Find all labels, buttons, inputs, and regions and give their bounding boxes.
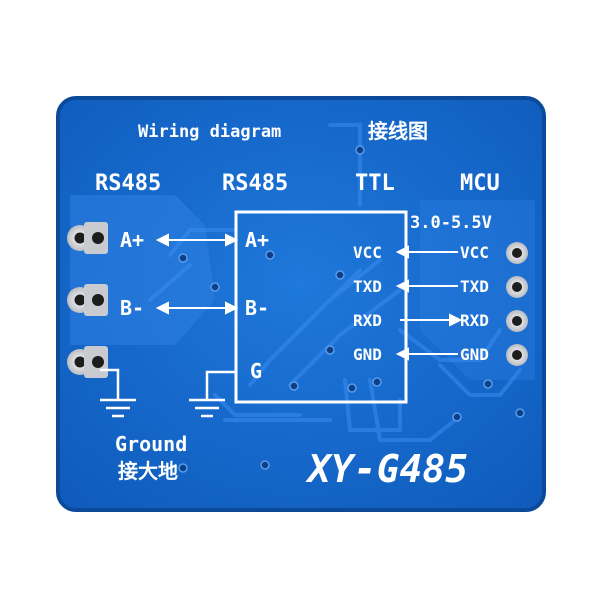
chip-pin-txd: TXD bbox=[353, 277, 382, 296]
ground-label-cjk: 接大地 bbox=[118, 459, 178, 483]
chip-pin-vcc: VCC bbox=[353, 243, 382, 262]
chip-pin-b-minus: B- bbox=[245, 296, 269, 320]
header-pads-left bbox=[67, 222, 108, 378]
wiring-diagram-title-cjk: 接线图 bbox=[368, 119, 428, 143]
header-mcu: MCU bbox=[460, 171, 500, 196]
header-rs485-left: RS485 bbox=[95, 171, 161, 196]
pcb-edge bbox=[56, 96, 546, 512]
voltage-label: 3.0-5.5V bbox=[410, 213, 492, 233]
signal-arrows-right bbox=[395, 245, 463, 361]
ground-symbol-center-icon bbox=[189, 370, 236, 418]
header-rs485-center: RS485 bbox=[222, 171, 288, 196]
chip-pin-g: G bbox=[250, 359, 262, 383]
mcu-pin-gnd: GND bbox=[460, 345, 489, 364]
bidirectional-arrows-left bbox=[155, 233, 239, 315]
model-name: XY-G485 bbox=[305, 447, 468, 491]
chip-pin-rxd: RXD bbox=[353, 311, 382, 330]
header-pads-right bbox=[506, 242, 528, 366]
chip-pin-a-plus: A+ bbox=[245, 228, 269, 252]
pcb-traces bbox=[148, 123, 522, 442]
copper-plane-right bbox=[420, 200, 535, 380]
mcu-pin-txd: TXD bbox=[460, 277, 489, 296]
mcu-pin-rxd: RXD bbox=[460, 311, 489, 330]
copper-plane-left bbox=[70, 195, 215, 345]
chip-pin-gnd: GND bbox=[353, 345, 382, 364]
mcu-pin-vcc: VCC bbox=[460, 243, 489, 262]
ground-symbol-left-icon bbox=[100, 368, 136, 418]
pcb-vias bbox=[178, 145, 525, 473]
ground-label: Ground bbox=[115, 432, 187, 456]
pin-label-a-plus: A+ bbox=[120, 228, 144, 252]
wiring-diagram-title: Wiring diagram bbox=[138, 122, 281, 142]
header-ttl: TTL bbox=[355, 171, 395, 196]
pin-label-b-minus: B- bbox=[120, 296, 144, 320]
